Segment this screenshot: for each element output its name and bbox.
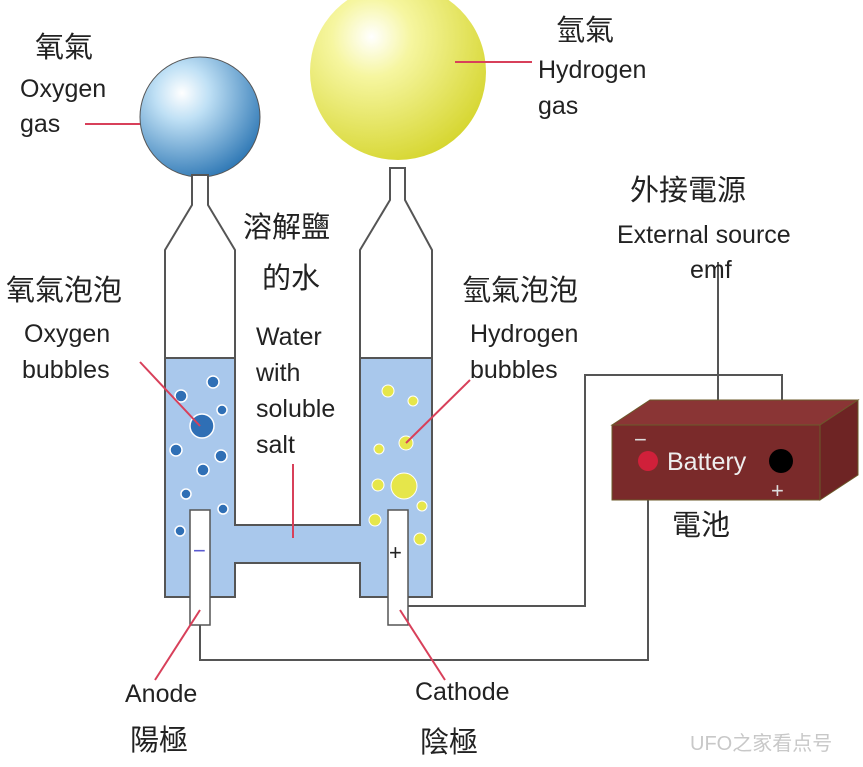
battery-negative-terminal	[638, 451, 658, 471]
oxygen-bubbles-zh: 氧氣泡泡	[6, 273, 122, 307]
water-en-2: with	[255, 359, 300, 387]
hydrogen-bubbles	[368, 384, 428, 546]
external-source-en-1: External source	[617, 221, 791, 249]
oxygen-bubbles	[169, 375, 229, 537]
water-zh-1: 溶解鹽	[243, 210, 330, 244]
external-source-en-2: emf	[690, 256, 732, 284]
hydrogen-bubbles-zh: 氫氣泡泡	[462, 273, 578, 307]
anode-pointer	[154, 609, 201, 681]
cathode-en: Cathode	[415, 678, 510, 706]
cathode-sign: +	[389, 540, 402, 565]
watermark: UFO之家看点号	[690, 732, 832, 755]
cathode-pointer	[399, 609, 446, 681]
battery-positive-terminal	[769, 449, 793, 473]
hydrogen-gas-en-1: Hydrogen	[538, 56, 646, 84]
oxygen-bubbles-en-2: bubbles	[22, 356, 110, 384]
cathode-electrode	[387, 509, 409, 626]
anode-sign: −	[193, 538, 206, 563]
battery-label: Battery	[667, 448, 747, 476]
cathode-zh: 陰極	[420, 725, 478, 759]
battery: Battery − +	[610, 399, 860, 503]
hydrogen-gas-en-2: gas	[538, 92, 578, 120]
oxygen-gas-zh: 氧氣	[35, 30, 93, 64]
hydrogen-gas-zh: 氫氣	[556, 13, 614, 47]
battery-zh: 電池	[672, 508, 730, 542]
battery-plus: +	[771, 478, 784, 503]
hydrogen-bubbles-en-2: bubbles	[470, 356, 558, 384]
anode-wire	[199, 462, 649, 661]
salt-water	[164, 357, 433, 598]
oxygen-gas-en-1: Oxygen	[20, 75, 106, 103]
water-en-1: Water	[256, 323, 322, 351]
oxygen-bubbles-pointer	[139, 361, 201, 427]
oxygen-balloon	[139, 56, 261, 178]
external-source-zh: 外接電源	[630, 173, 746, 207]
hydrogen-bubbles-pointer	[405, 379, 471, 444]
oxygen-bubbles-en-1: Oxygen	[24, 320, 110, 348]
anode-zh: 陽極	[130, 723, 188, 757]
oxygen-gas-en-2: gas	[20, 110, 60, 138]
anode-en: Anode	[125, 680, 197, 708]
water-zh-2: 的水	[262, 261, 320, 295]
hydrogen-bubbles-en-1: Hydrogen	[470, 320, 578, 348]
hydrogen-balloon	[310, 0, 486, 160]
water-en-4: salt	[256, 431, 295, 459]
anode-electrode	[189, 509, 211, 626]
battery-minus: −	[634, 427, 647, 452]
water-en-3: soluble	[256, 395, 335, 423]
